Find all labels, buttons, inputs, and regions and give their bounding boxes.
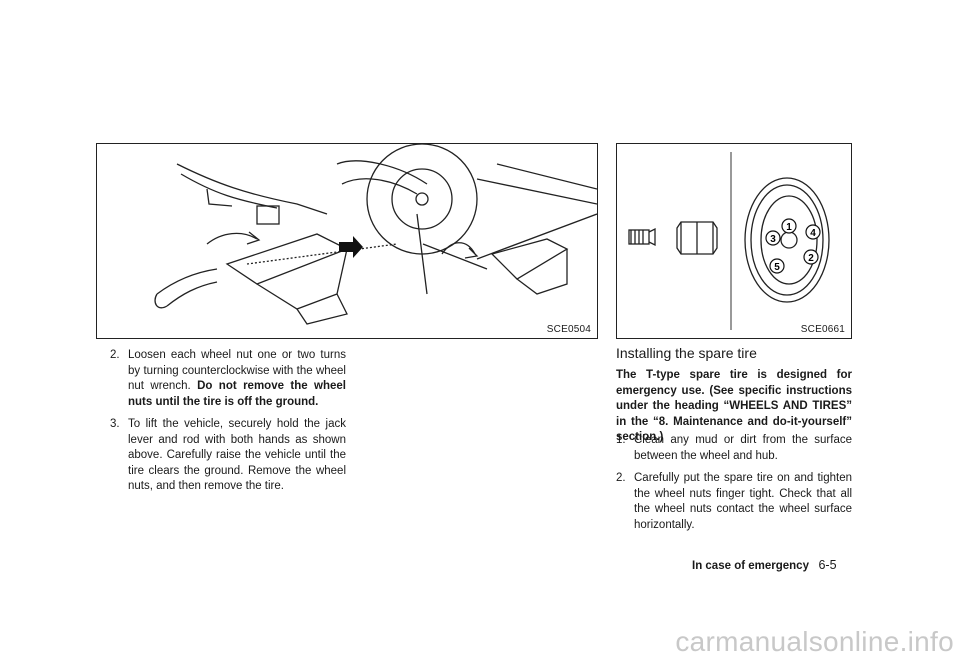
page-footer: In case of emergency 6-5 (692, 558, 837, 572)
wheel-nut-and-tire-illustration: 1 2 3 4 5 (628, 152, 830, 330)
step-number: 2. (616, 472, 626, 484)
callout-number: 3 (770, 234, 776, 245)
callout-circle (765, 230, 781, 246)
step-item: 3. To lift the vehicle, securely hold th… (110, 417, 346, 495)
step-number: 3. (110, 418, 120, 430)
callout-number: 2 (808, 253, 814, 264)
figure-code-left: SCE0504 (546, 324, 591, 335)
footer-page-number: 6-5 (818, 558, 837, 572)
step-number: 2. (110, 349, 120, 361)
right-instruction-steps: 1. Clean any mud or dirt from the surfac… (616, 433, 852, 540)
step-warning: Do not remove the wheel nuts until the t… (128, 380, 346, 408)
callout-circle (805, 224, 821, 240)
footer-section-name: In case of emergency (692, 560, 809, 572)
figure-code-right: SCE0661 (800, 324, 845, 335)
step-item: 2. Carefully put the spare tire on and t… (616, 471, 852, 533)
callout-circle (769, 258, 785, 274)
left-instruction-steps: 2. Loosen each wheel nut one or two turn… (110, 348, 346, 502)
step-number: 1. (616, 434, 626, 446)
callout-number: 1 (786, 222, 792, 233)
watermark-text: carmanualsonline.info (675, 626, 954, 657)
callout-circle (803, 249, 819, 265)
step-text: Carefully put the spare tire on and tigh… (634, 472, 852, 531)
callout-circle (781, 218, 797, 234)
step-text: Clean any mud or dirt from the surface b… (634, 434, 852, 462)
spare-tire-illustration-figure: 1 2 3 4 5 SCE0661 (616, 143, 852, 339)
step-item: 2. Loosen each wheel nut one or two turn… (110, 348, 346, 410)
jack-illustration (154, 144, 597, 325)
callout-number: 5 (774, 262, 780, 273)
section-title: Installing the spare tire (616, 345, 757, 361)
step-item: 1. Clean any mud or dirt from the surfac… (616, 433, 852, 464)
step-text: To lift the vehicle, securely hold the j… (128, 418, 346, 492)
step-text: Loosen each wheel nut one or two turns b… (128, 348, 346, 410)
section-intro: The T-type spare tire is designed for em… (616, 369, 852, 443)
jack-illustration-figure: SCE0504 (96, 143, 598, 339)
callout-number: 4 (810, 228, 816, 239)
step-body: Loosen each wheel nut one or two turns b… (128, 349, 346, 392)
